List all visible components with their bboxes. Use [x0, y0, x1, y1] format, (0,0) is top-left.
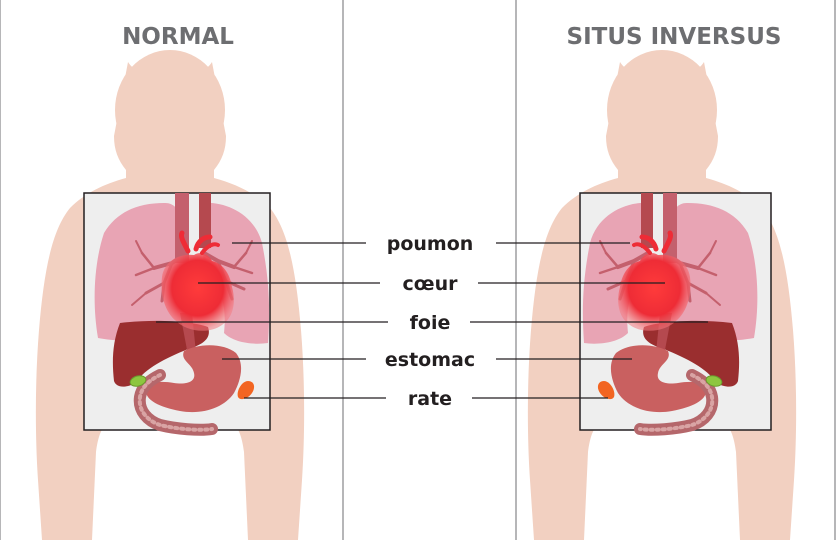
normal-title: NORMAL: [122, 24, 234, 50]
stomach-label: estomac: [385, 349, 475, 371]
spleen-label: rate: [408, 388, 452, 410]
liver-label: foie: [410, 312, 451, 334]
normal-panel: NORMAL: [0, 0, 343, 540]
heart-label: cœur: [403, 273, 459, 295]
lung-label: poumon: [387, 233, 474, 255]
inversus-title: SITUS INVERSUS: [567, 24, 782, 50]
inversus-panel: SITUS INVERSUS: [516, 0, 835, 540]
